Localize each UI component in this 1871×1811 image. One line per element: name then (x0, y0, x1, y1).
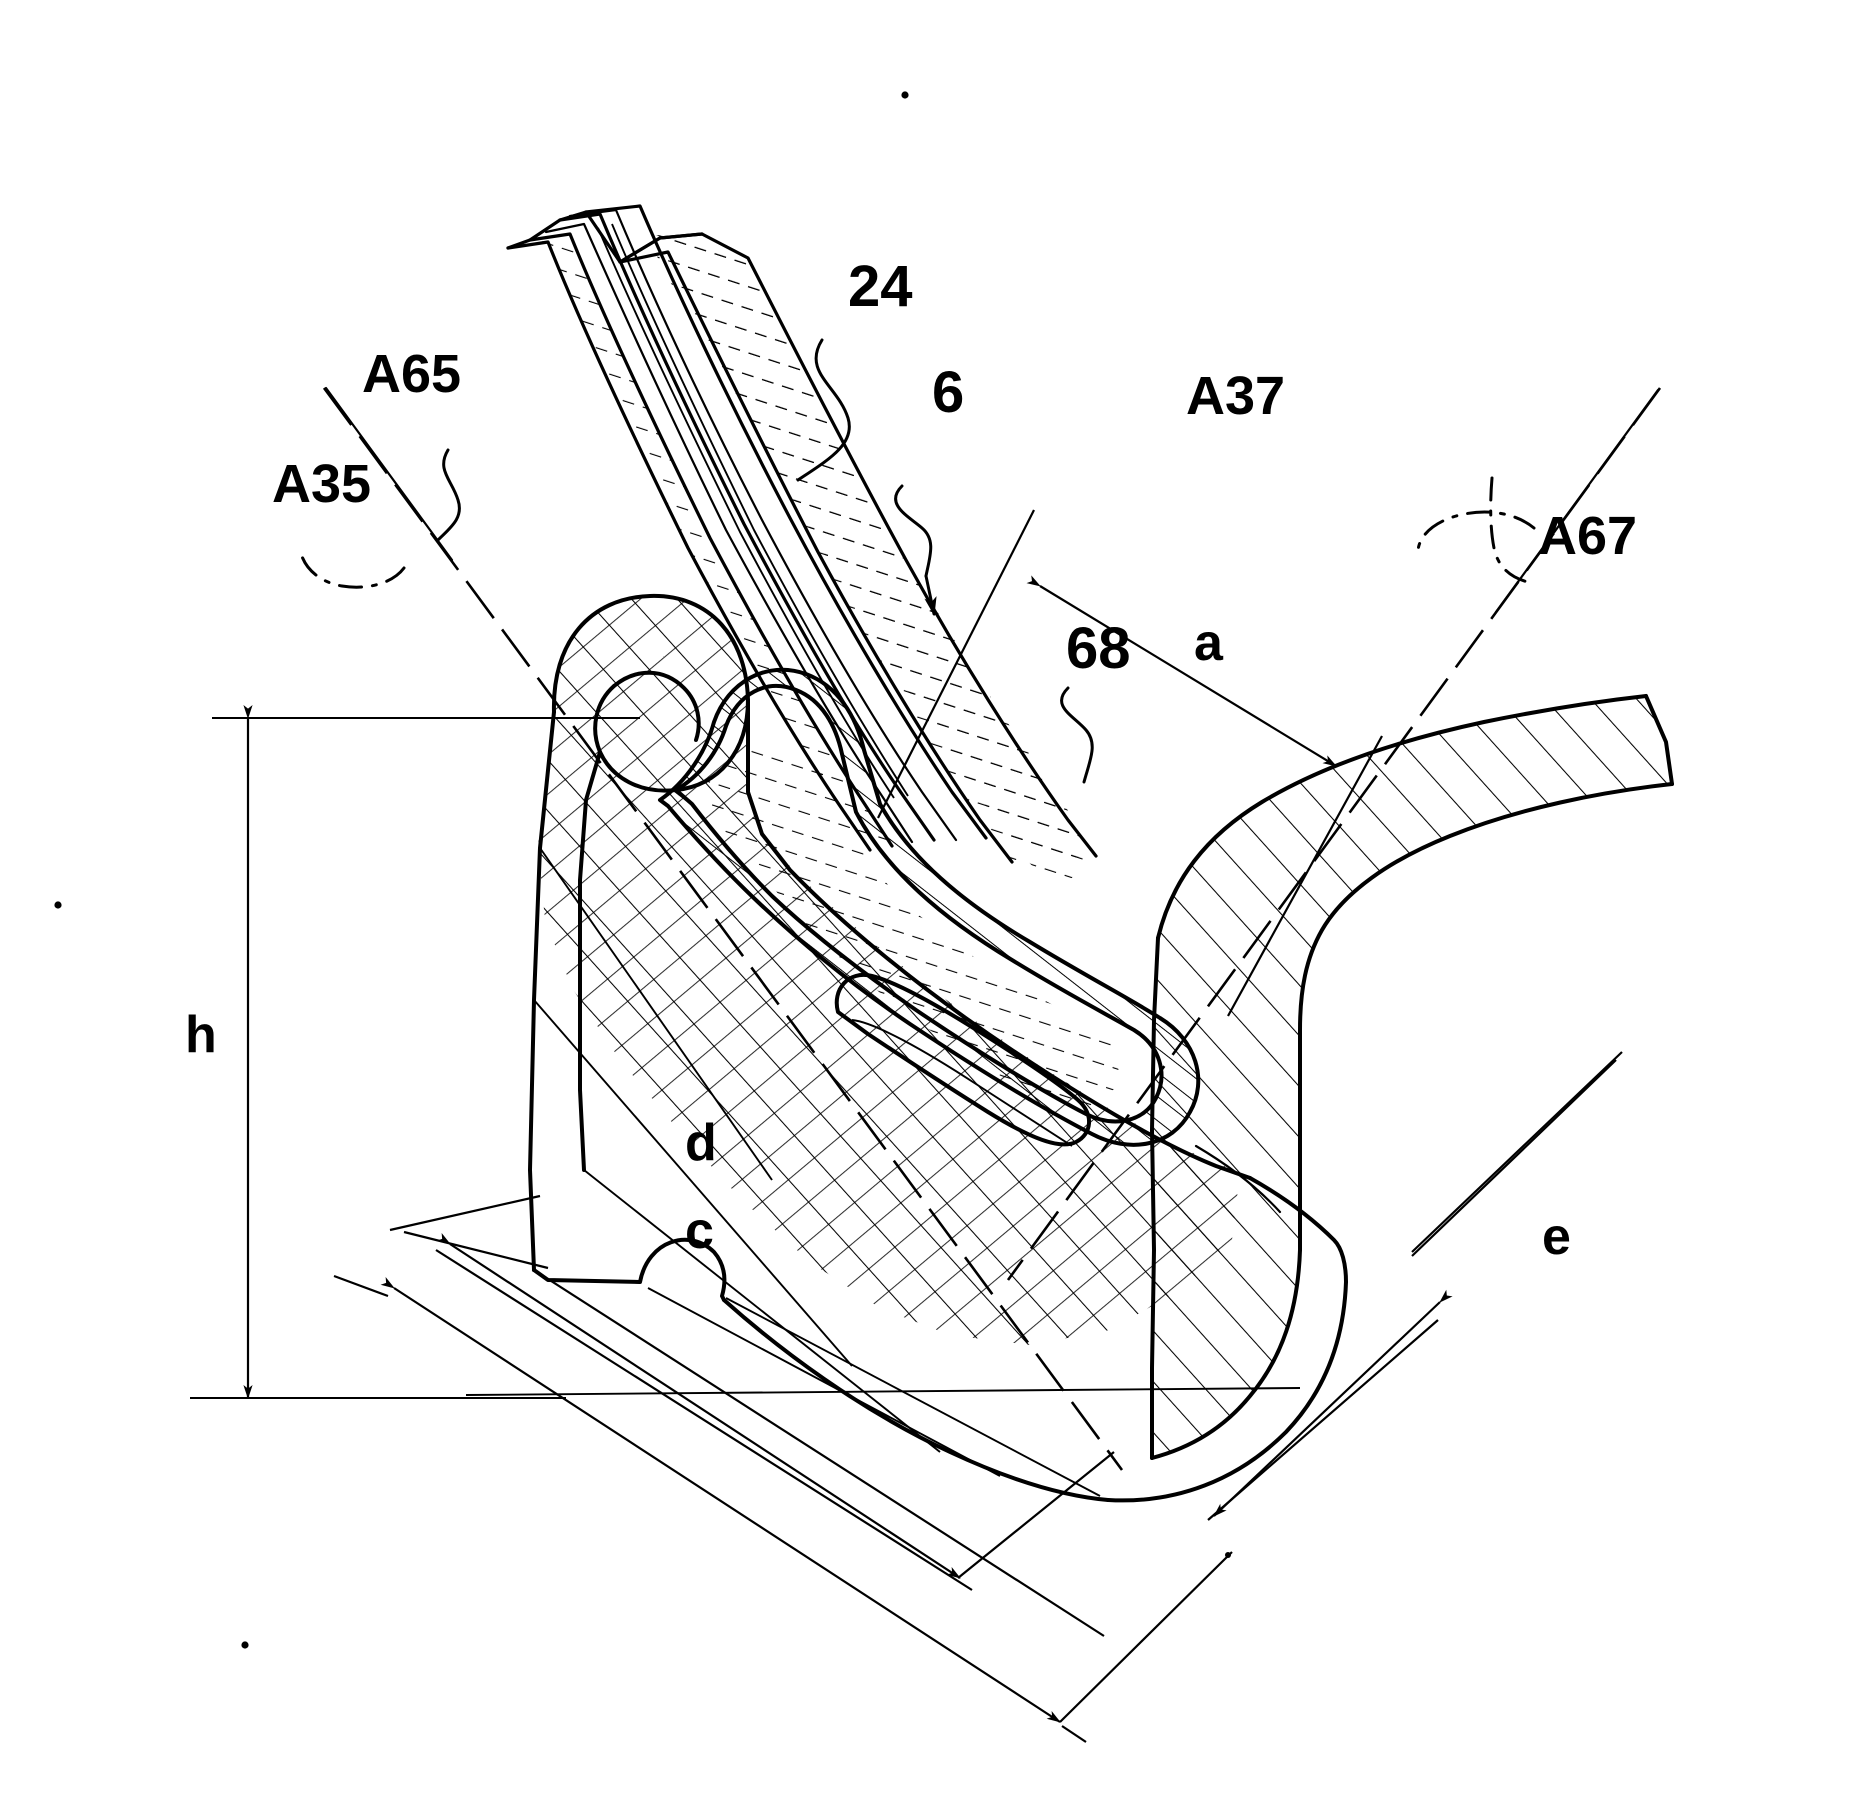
sheath-hatch (660, 669, 1199, 1145)
dim-c-projector-4 (389, 1194, 541, 1232)
axis-line-a37-upper (1494, 388, 1660, 614)
strip-interior-line-2 (611, 223, 909, 797)
stray-mark-left (54, 901, 62, 909)
right-arm (1150, 694, 1674, 1460)
ref-a37-label: A37 (1186, 366, 1285, 426)
dim-c-arrow (380, 1277, 1061, 1723)
callout-a35: A35 (272, 454, 406, 589)
ref-6-label: 6 (932, 360, 964, 425)
leader-a35 (298, 546, 406, 589)
strip-hatch-left (508, 234, 892, 850)
callout-68: 68 (1060, 616, 1131, 784)
callout-a65: A65 (362, 344, 461, 542)
dim-c-projector-1 (533, 1269, 1105, 1637)
leader-6 (894, 484, 933, 578)
stray-mark-top (901, 91, 909, 99)
dim-c-ext-right (1061, 1725, 1087, 1743)
dim-a-ext-left (877, 509, 1035, 819)
dim-c-label: c (685, 1202, 714, 1260)
leader-68 (1060, 686, 1094, 784)
axis-line-a65-upper (324, 386, 454, 562)
dimension-c: c (333, 1194, 1233, 1743)
leader-a37 (1416, 510, 1536, 554)
leader-24 (796, 338, 851, 482)
dim-a-label: a (1194, 614, 1224, 672)
callout-24: 24 (796, 254, 913, 482)
callout-a37: A37 (1186, 366, 1536, 554)
ref-a35-label: A35 (272, 454, 371, 514)
right-arm-hatch (1152, 696, 1672, 1458)
stray-mark-lower (1225, 1552, 1231, 1558)
dim-h-label: h (185, 1006, 217, 1064)
callout-6: 6 (894, 360, 964, 616)
stray-mark-bottom (241, 1641, 249, 1649)
stray-marks (54, 91, 1231, 1649)
dim-e-ext-top (1411, 1051, 1623, 1253)
leader-a65 (436, 448, 461, 542)
callout-a67: A67 (1489, 476, 1637, 584)
strip-hatch-right-band (660, 234, 1096, 862)
claw-mouth-lip (612, 670, 701, 742)
leader-a67 (1489, 476, 1530, 584)
holder-right-bridge (1194, 1144, 1348, 1284)
ref-a67-label: A67 (1538, 506, 1637, 566)
strip-mid-edge-a (584, 204, 988, 840)
bridge-contour (1248, 1176, 1348, 1284)
dimension-a: a (877, 509, 1383, 1017)
dim-d-label: d (685, 1114, 717, 1172)
strip-mid-edge-b (568, 208, 958, 842)
dim-c-projector-3 (1059, 1551, 1233, 1723)
ref-68-label: 68 (1066, 616, 1131, 681)
dim-e-arrow (1213, 1289, 1453, 1517)
leader-6-arrow (924, 574, 937, 616)
claw-inner-left (578, 750, 602, 1172)
dim-a-ext-right (1227, 735, 1383, 1017)
insert-slot-highlight (851, 1019, 1073, 1147)
insert-slot (834, 972, 1091, 1147)
ref-a65-label: A65 (362, 344, 461, 404)
dim-c-ext-left (333, 1274, 389, 1298)
dimension-h: h (185, 705, 253, 1399)
dim-a-arrow (1026, 575, 1337, 767)
bridge-inner (1194, 1144, 1282, 1214)
dimension-e: e (1207, 1051, 1623, 1521)
surface-line-1 (539, 847, 773, 1181)
right-arm-lower-edge (1298, 782, 1674, 1252)
dim-e-label: e (1542, 1208, 1571, 1266)
dim-e-dummy (1411, 1059, 1617, 1257)
dim-c-projector-2 (957, 1451, 1115, 1579)
ref-24-label: 24 (848, 254, 913, 319)
